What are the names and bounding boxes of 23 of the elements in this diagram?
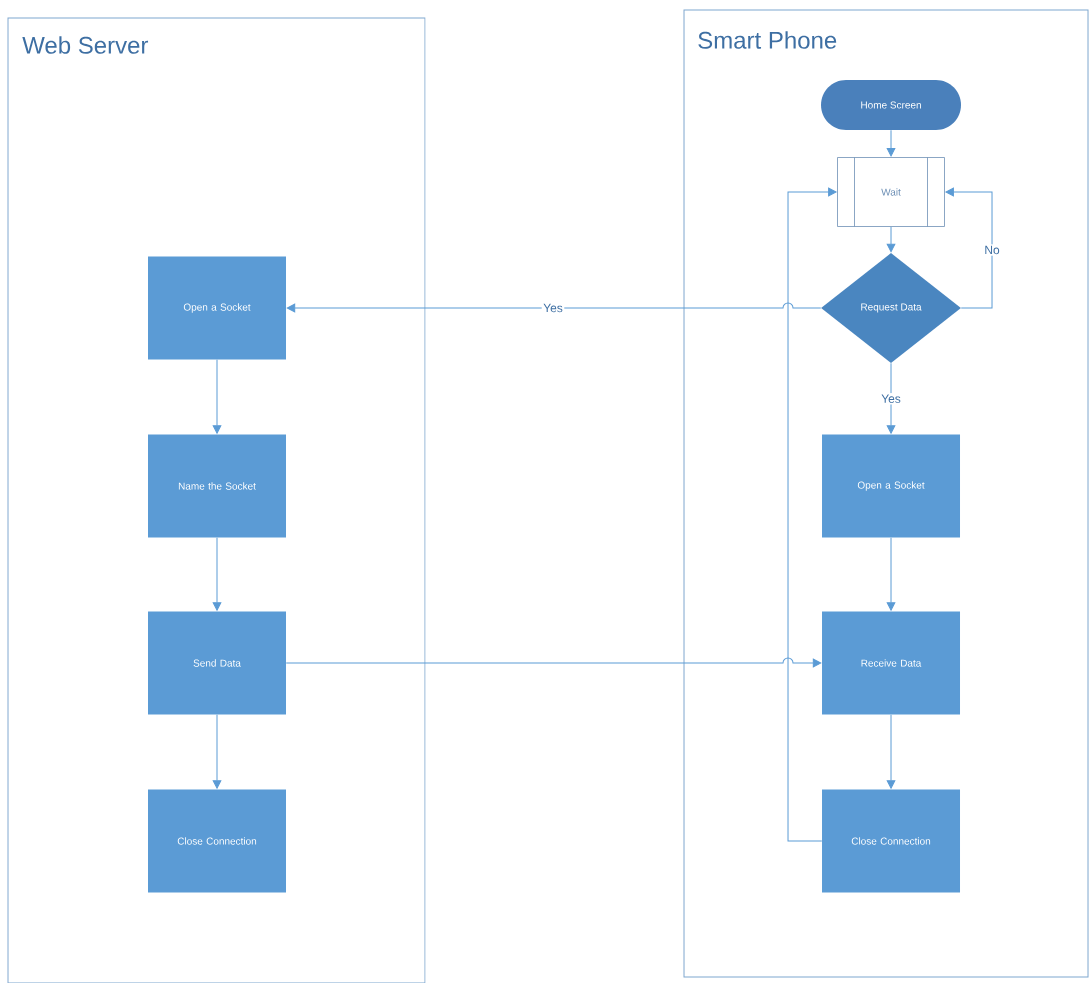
edge-label: No	[982, 244, 1002, 256]
edge-label: Yes	[879, 393, 903, 405]
process-box: Send Data	[148, 611, 286, 715]
edge-label: Yes	[541, 302, 565, 314]
arrow	[212, 714, 222, 789]
arrow	[886, 362, 896, 434]
process-box: Open a Socket	[822, 434, 960, 538]
process-box: Name the Socket	[148, 434, 286, 538]
arrow	[787, 187, 837, 842]
subprocess-box: Wait	[837, 157, 945, 227]
arrow	[886, 226, 896, 253]
process-box: Receive Data	[822, 611, 960, 715]
arrow	[886, 714, 896, 789]
arrow	[212, 537, 222, 611]
process-box: Open a Socket	[148, 256, 286, 360]
process-box: Close Connection	[148, 789, 286, 893]
arrow	[286, 302, 822, 313]
process-box: Close Connection	[822, 789, 960, 893]
arrow	[285, 657, 822, 668]
arrow	[945, 187, 993, 309]
arrow	[886, 129, 896, 157]
arrow	[212, 359, 222, 434]
arrow	[886, 537, 896, 611]
